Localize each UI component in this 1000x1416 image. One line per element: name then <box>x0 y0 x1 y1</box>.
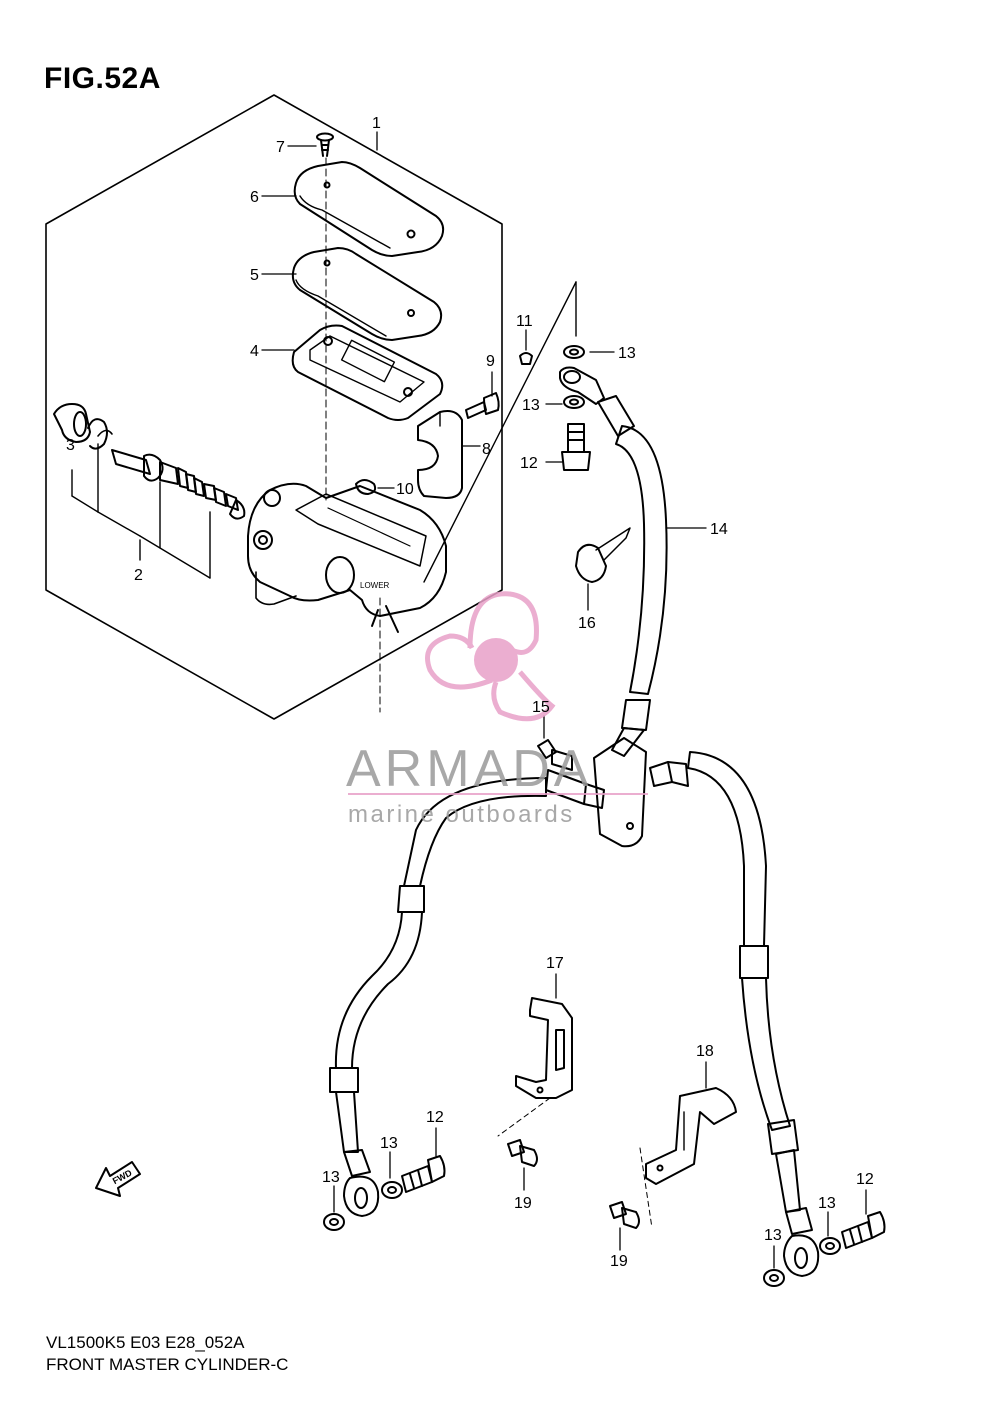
callout-13-f: 13 <box>764 1227 782 1244</box>
callout-labels: 1 2 3 4 5 6 7 8 9 10 11 12 12 12 13 13 1… <box>66 115 874 1270</box>
callout-12-left: 12 <box>426 1109 444 1126</box>
part-banjo-bolt-12-right <box>841 1211 886 1249</box>
callout-7: 7 <box>276 139 285 156</box>
svg-text:LOWER: LOWER <box>360 581 390 590</box>
callout-4: 4 <box>250 343 259 360</box>
part-master-cylinder-body: LOWER <box>247 482 447 633</box>
propeller-hub-icon <box>474 638 518 682</box>
model-code: VL1500K5 E03 E28_052A <box>46 1333 245 1352</box>
callout-14: 14 <box>710 521 728 538</box>
banjo-fitting-upper <box>559 345 605 409</box>
part-washer-13-ll-a <box>323 1213 345 1231</box>
kit-bracket-lines <box>71 443 211 579</box>
part-washer-13-ll-b <box>381 1181 403 1199</box>
part-bolt-19-b <box>609 1201 640 1229</box>
fwd-direction-arrow <box>95 1161 141 1197</box>
callout-2: 2 <box>134 567 143 584</box>
part-bolt-15 <box>537 739 573 771</box>
callout-11: 11 <box>516 313 533 330</box>
callout-10: 10 <box>396 481 414 498</box>
callout-18: 18 <box>696 1043 714 1060</box>
part-plate-5 <box>291 247 443 341</box>
part-reservoir-cap-6 <box>293 161 445 257</box>
part-washer-13-lr-a <box>763 1269 785 1287</box>
callout-13-b: 13 <box>522 397 540 414</box>
watermark-logo: ARMADA marine outboards <box>346 591 648 828</box>
part-banjo-bolt-12-upper <box>561 423 591 471</box>
hose-right-lower <box>649 751 820 1277</box>
part-boot-3 <box>53 403 91 443</box>
part-clip-10 <box>355 479 377 495</box>
callout-13-e: 13 <box>818 1195 836 1212</box>
part-bracket-18 <box>645 1087 737 1185</box>
part-washer-13-lr-b <box>819 1237 841 1255</box>
callout-15: 15 <box>532 699 550 716</box>
watermark-tagline: marine outboards <box>348 801 575 828</box>
part-banjo-bolt-12-left <box>401 1155 446 1193</box>
callout-12-upper: 12 <box>520 455 538 472</box>
callout-6: 6 <box>250 189 259 206</box>
part-screw-7 <box>316 132 334 157</box>
callout-13-d: 13 <box>322 1169 340 1186</box>
part-bolt-19-a <box>507 1139 538 1167</box>
part-brake-hose-14 <box>597 395 668 757</box>
part-bolt-9 <box>465 392 500 419</box>
part-circlip-3 <box>87 418 108 450</box>
part-piston-kit-2 <box>111 449 246 520</box>
fwd-label: FWD <box>111 1167 134 1186</box>
part-bracket-17 <box>515 997 573 1099</box>
callout-13-a: 13 <box>618 345 636 362</box>
callout-13-c: 13 <box>380 1135 398 1152</box>
callout-9: 9 <box>486 353 495 370</box>
part-clamp-8 <box>417 410 463 499</box>
callout-8: 8 <box>482 441 491 458</box>
callout-16: 16 <box>578 615 596 632</box>
part-diaphragm-4 <box>291 324 444 421</box>
part-grommet-16 <box>575 527 631 583</box>
hose-left-lower <box>329 769 605 1217</box>
callout-19-b: 19 <box>610 1253 628 1270</box>
callout-12-right: 12 <box>856 1171 874 1188</box>
callout-1: 1 <box>372 115 381 132</box>
callout-3: 3 <box>66 437 75 454</box>
watermark-brand: ARMADA <box>346 740 592 798</box>
callout-5: 5 <box>250 267 259 284</box>
callout-17: 17 <box>546 955 564 972</box>
propeller-icon <box>425 591 556 722</box>
assembly-boundary <box>45 94 503 720</box>
diagram-caption: FRONT MASTER CYLINDER-C <box>46 1355 289 1374</box>
callout-19-a: 19 <box>514 1195 532 1212</box>
callout-leaders <box>261 131 867 1269</box>
part-cap-11 <box>519 352 533 365</box>
figure-title: FIG.52A <box>44 62 161 95</box>
footer: VL1500K5 E03 E28_052A FRONT MASTER CYLIN… <box>46 1332 288 1376</box>
